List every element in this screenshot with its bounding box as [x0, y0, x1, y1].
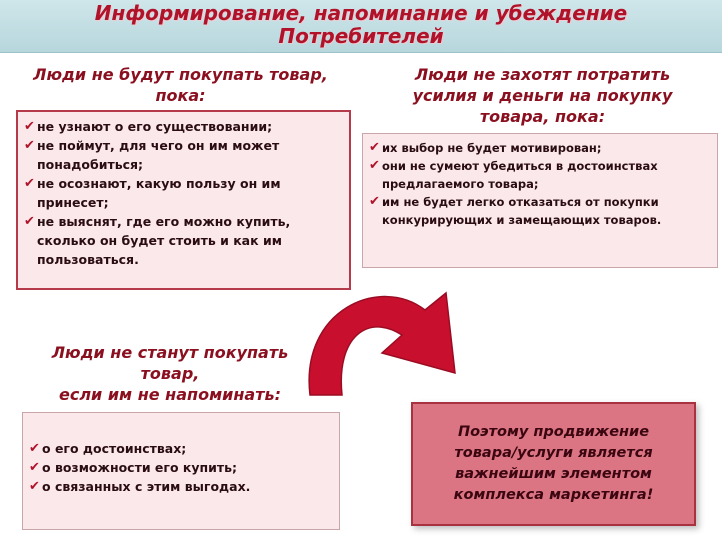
list-item: ✔не выяснят, где его можно купить, сколь… — [24, 214, 291, 267]
top-right-box: ✔их выбор не будет мотивирован; ✔они не … — [362, 133, 718, 268]
list-item: ✔о связанных с этим выгодах. — [29, 479, 251, 494]
list-item: ✔им не будет легко отказаться от покупки… — [369, 194, 662, 227]
bottom-left-heading: Люди не станут покупать товар, если им н… — [20, 342, 320, 405]
bottom-left-heading-line1: Люди не станут покупать — [51, 343, 289, 362]
check-icon: ✔ — [24, 214, 35, 229]
list-item: ✔их выбор не будет мотивирован; — [369, 140, 602, 155]
list-item: ✔о его достоинствах; — [29, 441, 187, 456]
list-item: ✔не осознают, какую пользу он им принесе… — [24, 176, 281, 210]
top-right-heading-line2: усилия и деньги на покупку — [412, 86, 673, 105]
check-icon: ✔ — [29, 441, 40, 456]
top-right-list: ✔их выбор не будет мотивирован; ✔они не … — [369, 139, 711, 229]
check-icon: ✔ — [369, 194, 380, 209]
bottom-left-box: ✔о его достоинствах; ✔о возможности его … — [22, 412, 340, 530]
title-band — [0, 0, 722, 53]
top-left-heading-line2: пока: — [155, 86, 206, 105]
list-item: ✔они не сумеют убедиться в достоинствах … — [369, 158, 658, 191]
slide-title: Информирование, напоминание и убеждение … — [0, 2, 722, 48]
conclusion-text: Поэтому продвижение товара/услуги являет… — [453, 424, 654, 503]
bottom-left-heading-line2: товар, — [140, 364, 200, 383]
bottom-left-list: ✔о его достоинствах; ✔о возможности его … — [29, 439, 333, 496]
slide-title-line2: Потребителей — [278, 24, 444, 48]
list-item: ✔не узнают о его существовании; — [24, 119, 273, 134]
check-icon: ✔ — [369, 158, 380, 173]
top-right-heading: Люди не захотят потратить усилия и деньг… — [370, 64, 715, 127]
conclusion-box: Поэтому продвижение товара/услуги являет… — [411, 402, 696, 526]
check-icon: ✔ — [24, 138, 35, 153]
check-icon: ✔ — [369, 140, 380, 155]
check-icon: ✔ — [29, 479, 40, 494]
check-icon: ✔ — [29, 460, 40, 475]
check-icon: ✔ — [24, 176, 35, 191]
list-item: ✔о возможности его купить; — [29, 460, 238, 475]
curved-arrow-icon — [308, 291, 456, 396]
top-left-heading-line1: Люди не будут покупать товар, — [33, 65, 328, 84]
top-left-heading: Люди не будут покупать товар, пока: — [8, 64, 353, 106]
bottom-left-heading-line3: если им не напоминать: — [59, 385, 281, 404]
slide-title-line1: Информирование, напоминание и убеждение — [94, 1, 628, 25]
list-item: ✔не поймут, для чего он им может понадоб… — [24, 138, 280, 172]
top-right-heading-line1: Люди не захотят потратить — [414, 65, 671, 84]
top-left-box: ✔не узнают о его существовании; ✔не пойм… — [16, 110, 351, 290]
top-left-list: ✔не узнают о его существовании; ✔не пойм… — [24, 117, 343, 269]
check-icon: ✔ — [24, 119, 35, 134]
top-right-heading-line3: товара, пока: — [479, 107, 606, 126]
